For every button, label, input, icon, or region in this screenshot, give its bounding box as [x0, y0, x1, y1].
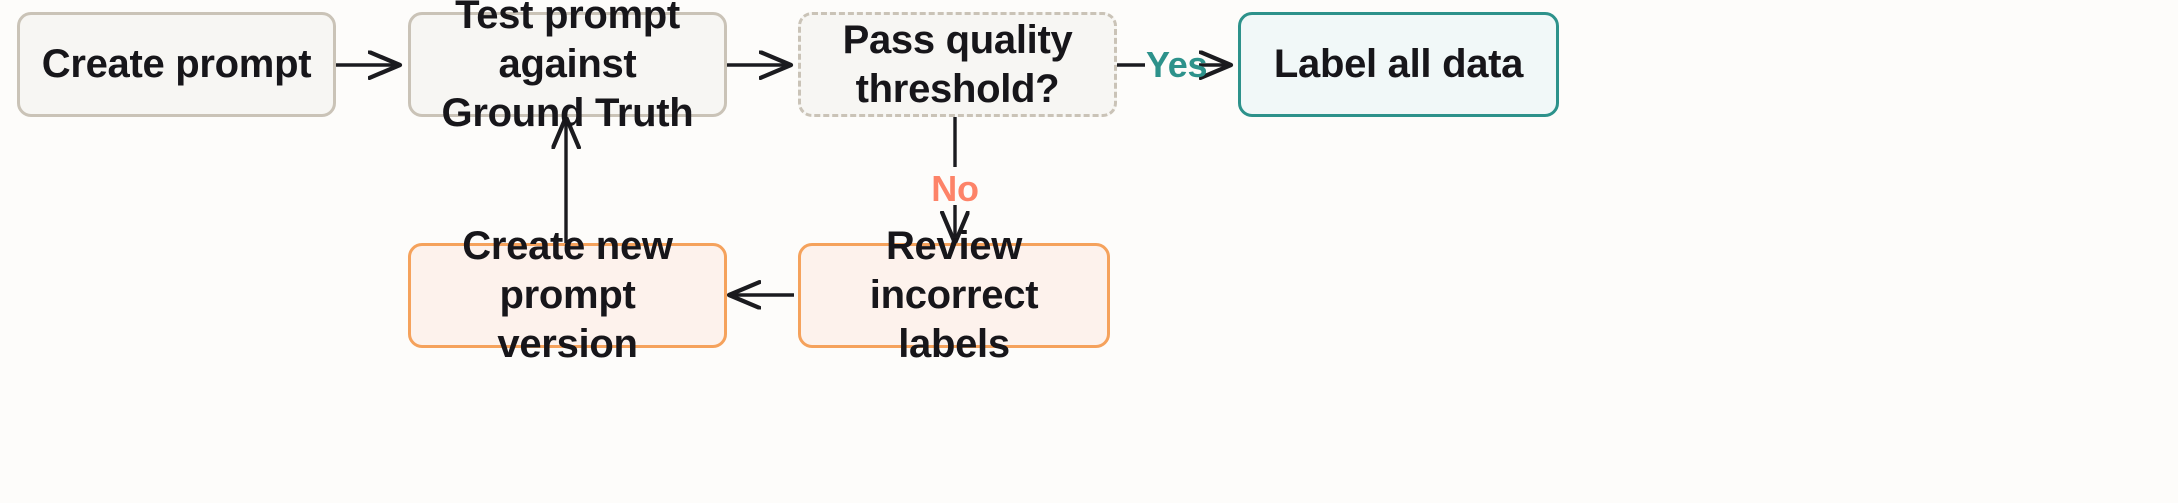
- edge-label-no-text: No: [931, 168, 979, 209]
- edge-label-no: No: [925, 168, 985, 210]
- node-create-new-prompt-version-label: Create new prompt version: [462, 224, 673, 366]
- node-create-prompt[interactable]: Create prompt: [17, 12, 336, 117]
- node-review-incorrect-labels-label: Review incorrect labels: [869, 224, 1039, 366]
- node-review-incorrect-labels[interactable]: Review incorrect labels: [798, 224, 1110, 366]
- node-create-new-prompt-version[interactable]: Create new prompt version: [408, 224, 727, 366]
- edge-label-yes-text: Yes: [1146, 44, 1208, 85]
- node-pass-quality-threshold[interactable]: Pass quality threshold?: [798, 12, 1117, 117]
- node-label-all-data[interactable]: Label all data: [1238, 12, 1559, 117]
- node-test-prompt[interactable]: Test prompt against Ground Truth: [408, 0, 727, 135]
- edge-label-yes: Yes: [1146, 44, 1207, 86]
- node-test-prompt-label: Test prompt against Ground Truth: [441, 0, 694, 135]
- node-create-prompt-label: Create prompt: [41, 42, 312, 87]
- node-pass-quality-threshold-label: Pass quality threshold?: [842, 17, 1073, 111]
- node-label-all-data-label: Label all data: [1273, 42, 1524, 87]
